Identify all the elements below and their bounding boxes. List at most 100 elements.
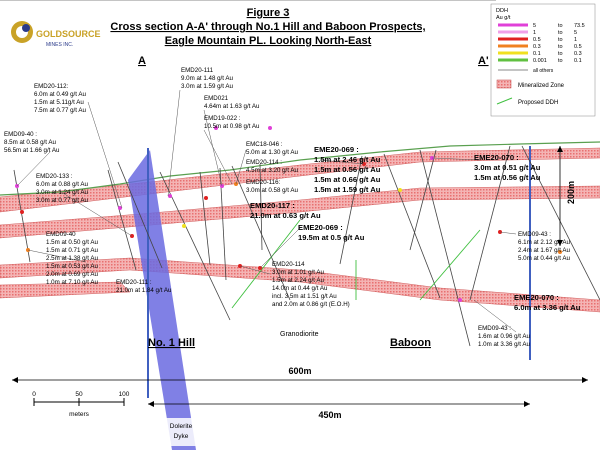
callout-emd20-112: EMD20-112: 6.0m at 0.49 g/t Au 1.5m at 5…	[34, 83, 86, 114]
legend-bin-end: 73.5	[574, 23, 585, 29]
drill-hole	[117, 161, 163, 269]
dolerite-dyke-label: Dolerite Dyke	[164, 418, 198, 446]
svg-text:Dyke: Dyke	[174, 433, 189, 440]
svg-text:3.0m at 0.77 g/t Au: 3.0m at 0.77 g/t Au	[36, 197, 88, 204]
svg-text:1.5m at 1.59 g/t Au: 1.5m at 1.59 g/t Au	[314, 185, 381, 194]
svg-text:10.5m at 0.98 g/t Au: 10.5m at 0.98 g/t Au	[204, 123, 260, 130]
leader-lines	[16, 89, 517, 333]
svg-text:and 2.0m at 0.86 g/t (E.O.H): and 2.0m at 0.86 g/t (E.O.H)	[272, 301, 350, 308]
drill-hole	[259, 163, 263, 251]
legend-proposed-label: Proposed DDH	[518, 100, 558, 106]
svg-text:9.0m at 1.48 g/t Au: 9.0m at 1.48 g/t Au	[181, 75, 233, 82]
legend-bin-to: to	[558, 23, 563, 29]
legend-bin-to: to	[558, 44, 563, 50]
drill-hole	[419, 149, 471, 347]
company-logo: GOLDSOURCE MINES INC.	[11, 21, 101, 48]
legend-bin-to: to	[558, 58, 563, 64]
svg-text:7.5m at 0.77 g/t Au: 7.5m at 0.77 g/t Au	[34, 107, 86, 114]
svg-text:1.5m at 0.56 g/t Au: 1.5m at 0.56 g/t Au	[474, 173, 541, 182]
svg-text:3.0m at 0.51 g/t Au: 3.0m at 0.51 g/t Au	[474, 163, 541, 172]
legend-bin-to: to	[558, 30, 563, 36]
svg-text:1.5m at 0.71 g/t Au: 1.5m at 0.71 g/t Au	[46, 247, 98, 254]
drill-hole	[339, 155, 363, 265]
svg-text:1.5m at 2.24 g/t Au: 1.5m at 2.24 g/t Au	[272, 277, 324, 284]
zone-band-lower	[0, 257, 600, 313]
callout-emd09-40-lower: EMD09-40 1.5m at 0.50 g/t Au 1.5m at 0.7…	[46, 231, 98, 286]
svg-text:1.5m at 2.46 g/t Au: 1.5m at 2.46 g/t Au	[314, 155, 381, 164]
svg-text:1.5m at 5.11g/t Au: 1.5m at 5.11g/t Au	[34, 99, 84, 106]
title-line-3: Eagle Mountain PL. Looking North-East	[165, 35, 372, 47]
svg-text:4.5m at 3.20 g/t Au: 4.5m at 3.20 g/t Au	[246, 167, 298, 174]
svg-text:3.0m at 1.24 g/t Au: 3.0m at 1.24 g/t Au	[36, 189, 88, 196]
svg-text:1.6m at 0.96 g/t Au: 1.6m at 0.96 g/t Au	[478, 333, 530, 340]
legend-bin-to: to	[558, 51, 563, 57]
legend-bin-from: 1	[533, 30, 536, 36]
title-line-2: Cross section A-A' through No.1 Hill and…	[110, 21, 425, 33]
dolerite-dyke	[128, 150, 196, 450]
callout-emd09-40-upper: EMD09-40 : 8.5m at 0.58 g/t Au 56.5m at …	[4, 131, 60, 154]
callout-emd20-114-upper: EMD20-114 : 4.5m at 3.20 g/t Au	[246, 159, 298, 174]
legend-bin-from: 0.3	[533, 44, 541, 50]
section-label-a-prime: A'	[478, 55, 489, 67]
svg-text:14.0m at 0.44 g/t Au: 14.0m at 0.44 g/t Au	[272, 285, 328, 292]
svg-text:meters: meters	[69, 411, 90, 418]
section-label-a: A	[138, 55, 146, 67]
svg-text:1.5m at 0.50 g/t Au: 1.5m at 0.50 g/t Au	[46, 239, 98, 246]
title-line-1: Figure 3	[247, 7, 290, 19]
svg-text:EMD09-40: EMD09-40	[46, 231, 76, 238]
proposed-holes	[231, 219, 481, 309]
logo-name: GOLDSOURCE	[36, 29, 101, 39]
legend-unit: Au g/t	[496, 15, 511, 21]
svg-text:3.0m at 0.58 g/t Au: 3.0m at 0.58 g/t Au	[246, 187, 298, 194]
proposed-ddh	[419, 229, 481, 301]
svg-text:incl. 3.5m at 1.51 g/t Au: incl. 3.5m at 1.51 g/t Au	[272, 293, 337, 300]
drill-hole	[107, 169, 137, 271]
callout-emd20-116: EMD20-116: 3.0m at 0.58 g/t Au	[246, 179, 298, 194]
svg-text:1.5m at 0.56 g/t Au: 1.5m at 0.56 g/t Au	[314, 165, 381, 174]
svg-text:6.1m at 2.12 g/t Au: 6.1m at 2.12 g/t Au	[518, 239, 570, 246]
svg-text:21.0m at 0.63 g/t Au: 21.0m at 0.63 g/t Au	[250, 211, 321, 220]
svg-text:600m: 600m	[288, 366, 311, 376]
svg-text:50: 50	[75, 391, 83, 398]
svg-text:EMD09-40 :: EMD09-40 :	[4, 131, 37, 138]
zone-band-deep	[0, 281, 131, 299]
proposed-ddh	[231, 219, 301, 309]
granodiorite-label: Granodiorite	[280, 331, 319, 338]
legend-proposed-swatch	[496, 97, 513, 105]
svg-text:EMD20-114: EMD20-114	[272, 261, 305, 268]
legend-zone-label: Mineralized Zone	[518, 83, 565, 89]
svg-text:EMD20-133 :: EMD20-133 :	[36, 173, 73, 180]
callout-emd20-114-lower: EMD20-114 3.0m at 1.01 g/t Au 1.5m at 2.…	[272, 261, 350, 308]
zone-band-upper	[0, 147, 600, 213]
drill-hole	[469, 145, 511, 301]
callout-eme20-069-lower: EME20-069 : 19.5m at 0.5 g/t Au	[298, 223, 365, 242]
svg-text:3.0m at 1.59 g/t Au: 3.0m at 1.59 g/t Au	[181, 83, 233, 90]
scale-bar: 0 50 100 meters	[32, 391, 130, 418]
callout-emd20-133: EMD20-133 : 6.0m at 0.88 g/t Au 3.0m at …	[36, 173, 88, 204]
svg-text:4.64m at 1.63 g/t Au: 4.64m at 1.63 g/t Au	[204, 103, 260, 110]
svg-text:EMD09-43 :: EMD09-43 :	[518, 231, 551, 238]
svg-text:5.0m at 0.44 g/t Au: 5.0m at 0.44 g/t Au	[518, 255, 570, 262]
callout-emd09-43-upper: EMD09-43 : 6.1m at 2.12 g/t Au 2.4m at 1…	[518, 231, 570, 262]
dimension-450m: 450m	[148, 401, 530, 420]
dimension-600m: 600m	[12, 366, 588, 383]
callout-emc18-046: EMC18-046 : 5.0m at 1.30 g/t Au	[246, 141, 298, 156]
legend-other: all others	[533, 68, 554, 74]
callout-emd20-111: EMD20-111 9.0m at 1.48 g/t Au 3.0m at 1.…	[181, 67, 233, 90]
logo-sub: MINES INC.	[46, 42, 73, 48]
svg-text:450m: 450m	[318, 410, 341, 420]
svg-text:EMD19-022 :: EMD19-022 :	[204, 115, 241, 122]
legend-title: DDH	[496, 8, 508, 14]
callout-emd20-117: EMD20-117 : 21.0m at 0.63 g/t Au	[250, 201, 321, 220]
svg-text:1.5m at 0.53 g/t Au: 1.5m at 0.53 g/t Au	[46, 263, 98, 270]
svg-text:21.0m at 1.84 g/t Au: 21.0m at 1.84 g/t Au	[116, 287, 172, 294]
dimension-200m: 200m	[557, 146, 576, 246]
svg-text:EMD20-111: EMD20-111	[181, 67, 214, 74]
callout-emd021: EMD021 4.64m at 1.63 g/t Au	[204, 95, 260, 110]
svg-text:EME20-069 :: EME20-069 :	[298, 223, 343, 232]
svg-text:EMD20-114 :: EMD20-114 :	[246, 159, 282, 166]
legend-bin-end: 0.5	[574, 44, 582, 50]
baboon-label: Baboon	[390, 337, 431, 349]
legend-bin-end: 0.1	[574, 58, 582, 64]
